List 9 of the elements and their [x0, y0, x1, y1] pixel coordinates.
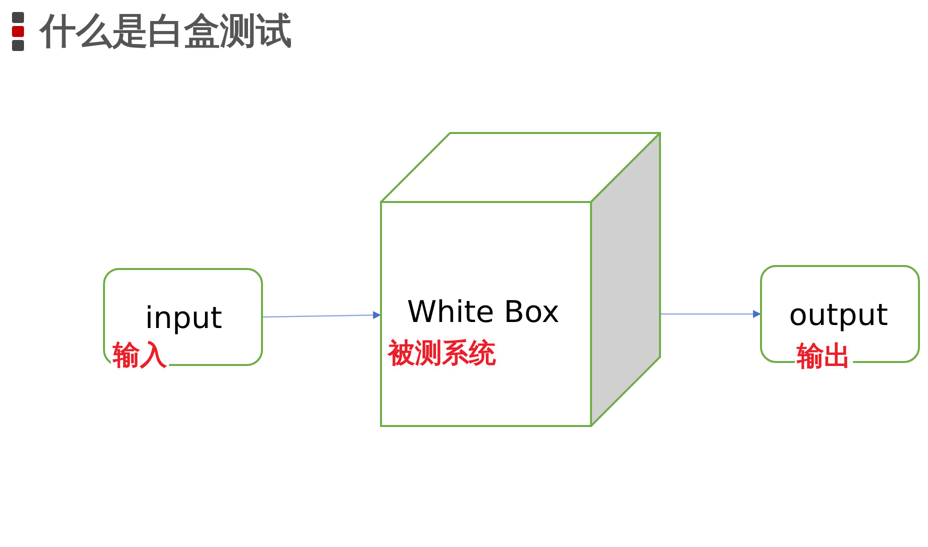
caption-label: 被测系统 [386, 340, 498, 367]
arrow [661, 310, 761, 318]
box-label: output [789, 301, 888, 331]
title: 什么是白盒测试 [40, 12, 292, 52]
caption-label: 输入 [111, 342, 169, 369]
caption-label: 输出 [795, 343, 853, 370]
box-label: White Box [407, 298, 560, 328]
box-label: input [145, 304, 222, 334]
arrow [262, 311, 381, 320]
